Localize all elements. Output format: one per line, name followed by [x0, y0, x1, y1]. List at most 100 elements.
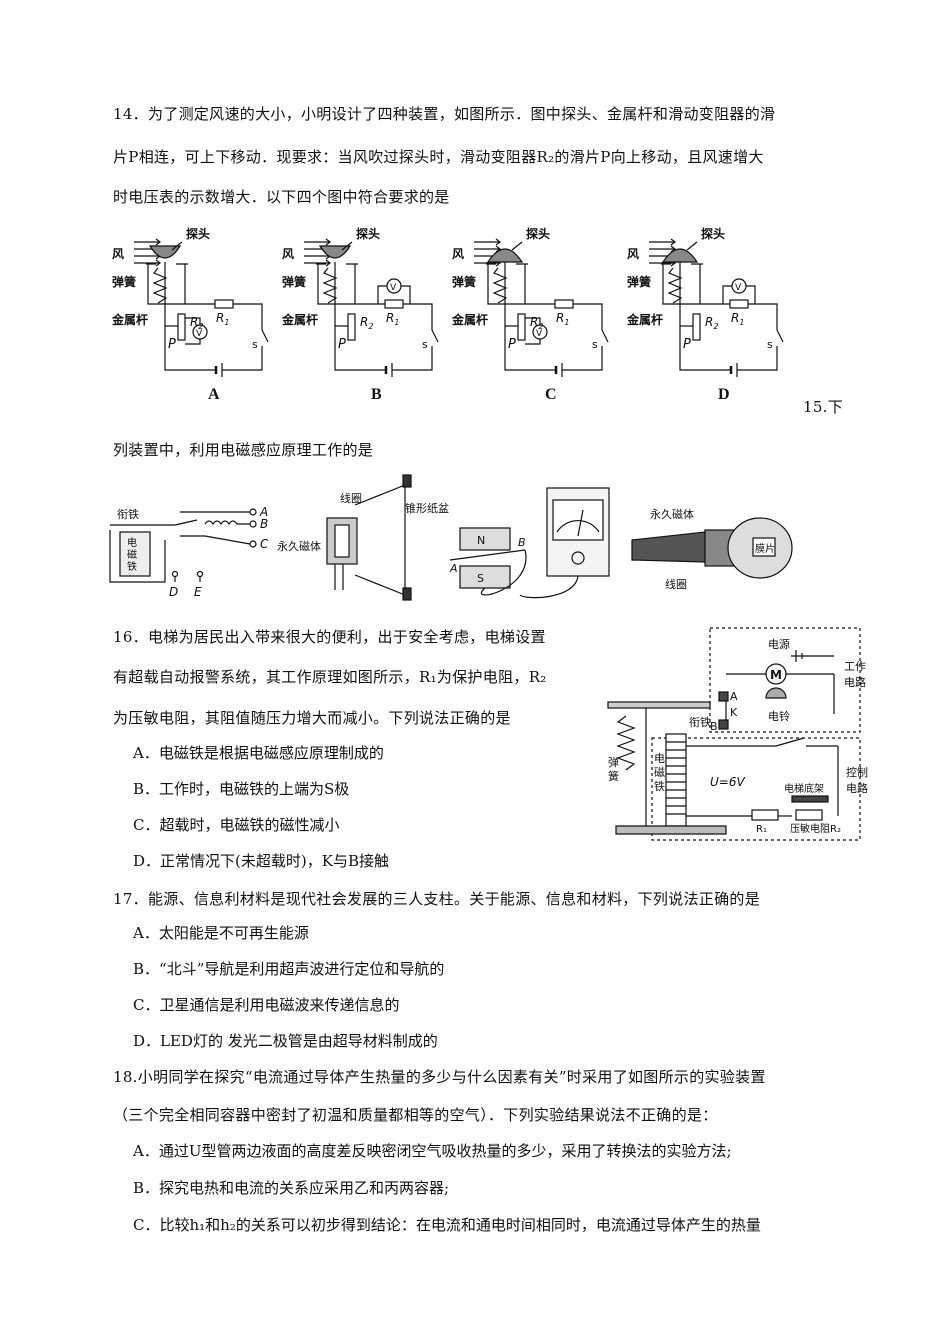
q16-work-circuit-label-2: 电路 [844, 676, 866, 689]
q15-speaker-figure: 线圈 锥形纸盆 永久磁体 [277, 474, 449, 601]
q15-terminal-e: E [194, 585, 202, 599]
probe-label: 探头 [186, 226, 210, 241]
r2-subscript: 2 [538, 322, 543, 331]
q14-option-a: A [208, 386, 220, 403]
wind-arrow-head [325, 259, 331, 267]
q17-option-c: C．卫星通信是利用电磁波来传递信息的 [133, 996, 400, 1014]
switch-label: s [767, 338, 773, 351]
q15-terminal-d: D [169, 585, 178, 599]
spring-label: 弹簧 [282, 274, 306, 289]
q15-coil-label: 线圈 [340, 491, 362, 505]
voltmeter-label: V [196, 329, 203, 339]
probe-label: 探头 [356, 226, 380, 241]
r2-label: R2 [705, 315, 718, 331]
r1-label: R1 [556, 311, 569, 327]
wind-label: 风 [282, 247, 294, 261]
r1-resistor [554, 299, 574, 309]
q16-spring-label-1: 弹 [608, 755, 619, 769]
r1-subscript: 1 [739, 318, 744, 327]
wind-label: 风 [452, 247, 464, 261]
wire-top [355, 303, 433, 330]
q16-line-3: 为压敏电阻，其阻值随压力增大而减小。下列说法正确的是 [113, 709, 511, 727]
q17-option-b: B．“北斗”导航是利用超声波进行定位和导航的 [133, 960, 445, 978]
voltmeter-label: V [390, 283, 397, 293]
q16-line-2: 有超载自动报警系统，其工作原理如图所示，R₁为保护电阻，R₂ [113, 668, 547, 686]
q15-start: 15.下 [803, 398, 844, 416]
r1-label: R1 [386, 311, 399, 327]
q16-elevator-figure: 电源 M 工作 电路 电铃 衔铁 A K B 弹 簧 电 磁 铁 U=6V R₁… [607, 627, 868, 841]
probe-pointer [686, 241, 698, 251]
wire-top [185, 303, 263, 330]
switch-label: s [592, 338, 598, 351]
q16-contact-b: B [710, 720, 718, 733]
rod-label: 金属杆 [281, 312, 318, 327]
wire-bottom [679, 340, 778, 371]
r2-subscript: 2 [713, 322, 718, 331]
switch-label: s [422, 338, 428, 351]
r1-subscript: 1 [224, 318, 229, 327]
switch-s [261, 329, 269, 343]
wind-label: 风 [112, 247, 124, 261]
wind-arrow-head [670, 238, 676, 246]
p-label: P [683, 337, 691, 352]
q14-line-1: 14．为了测定风速的大小，小明设计了四种装置，如图所示．图中探头、金属杆和滑动变… [113, 105, 776, 123]
wind-arrow-head [155, 259, 161, 267]
q16-work-circuit-box [709, 627, 861, 733]
probe-label: 探头 [526, 226, 550, 241]
r2-label: R2 [360, 315, 373, 331]
q15-terminal-b: B [260, 517, 268, 531]
q15-coil2-label: 线圈 [665, 577, 687, 591]
q14-option-b: B [371, 386, 382, 403]
voltmeter-wire [377, 285, 411, 304]
housing [317, 264, 356, 305]
q18-line-2: （三个完全相同容器中密封了初温和质量都相等的空气）．下列实验结果说法不正确的是： [113, 1106, 718, 1124]
wire-top [525, 303, 603, 330]
q15-pole-s: S [477, 572, 484, 585]
q16-voltage-label: U=6V [710, 775, 745, 789]
q16-electromagnet-label-3: 铁 [654, 780, 665, 793]
spring [492, 267, 508, 304]
r2-resistor [692, 313, 701, 341]
q15-magnet2-label: 永久磁体 [650, 507, 694, 521]
r2-resistor [517, 313, 526, 341]
probe-shape [486, 248, 524, 263]
probe-pointer [171, 241, 183, 251]
rod-label: 金属杆 [111, 312, 148, 327]
spring-label: 弹簧 [112, 274, 136, 289]
q16-bell-label: 电铃 [768, 709, 790, 723]
q16-line-1: 16．电梯为居民出入带来很大的便利，出于安全考虑，电梯设置 [113, 628, 546, 646]
q16-base-label: 电梯底架 [784, 782, 824, 795]
probe-label: 探头 [701, 226, 725, 241]
r1-subscript: 1 [394, 318, 399, 327]
voltmeter-label: V [536, 329, 543, 339]
q18-option-c: C．比较h₁和h₂的关系可以初步得到结论：在电流和通电时间相同时，电流通过导体产… [133, 1216, 761, 1234]
switch-s [431, 329, 439, 343]
q15-wire-b: B [518, 536, 526, 549]
q18-option-b: B．探究电热和电流的关系应采用乙和丙两容器; [133, 1179, 450, 1197]
q15-terminal-a: A [259, 505, 268, 519]
r1-label: R1 [731, 311, 744, 327]
q16-option-d: D．正常情况下(未超载时)，K与B接触 [133, 852, 389, 870]
r1-resistor [214, 299, 234, 309]
q15-terminal-c: C [260, 537, 269, 551]
q15-pole-n: N [477, 534, 485, 547]
probe-shape [661, 248, 699, 263]
q14-line-2: 片P相连，可上下移动．现要求：当风吹过探头时，滑动变阻器R₂的滑片P向上移动，且… [113, 148, 764, 166]
q15-figures: 衔铁 电 磁 铁 A B C D E 线圈 锥形纸盆 永久磁体 N [109, 474, 793, 601]
q16-motor-label: M [770, 668, 782, 682]
q16-control-circuit-box [651, 737, 861, 841]
q17-option-a: A．太阳能是不可再生能源 [133, 924, 309, 942]
q16-option-b: B．工作时，电磁铁的上端为S极 [133, 780, 350, 798]
q15-electromagnet-label-2: 磁 [127, 548, 137, 561]
probe-pointer [511, 241, 523, 251]
q18-option-a: A．通过U型管两边液面的高度差反映密闭空气吸收热量的多少，采用了转换法的实验方法… [133, 1142, 732, 1160]
voltmeter-label: V [735, 283, 742, 293]
q16-electromagnet-label-1: 电 [654, 752, 665, 765]
housing [487, 264, 526, 305]
wind-arrow-head [155, 238, 161, 246]
q14-option-c: C [545, 386, 557, 403]
r1-subscript: 1 [564, 318, 569, 327]
